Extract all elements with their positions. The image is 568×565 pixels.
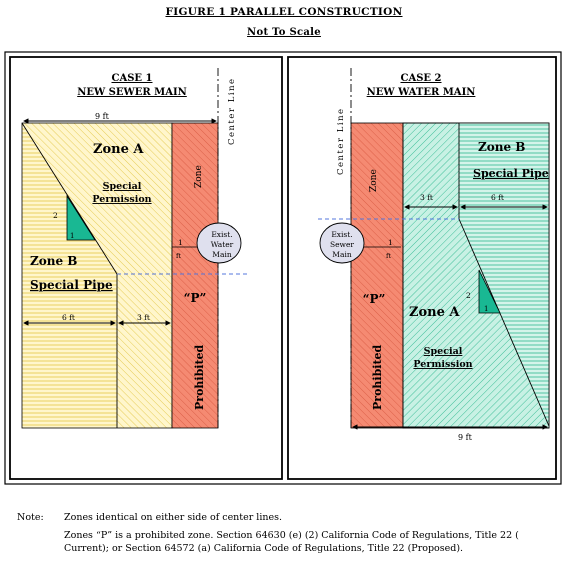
case2-zone-b-area (459, 123, 549, 428)
case2-zone-vertical: Zone (369, 169, 379, 192)
case2-gap-ft: ft (386, 252, 391, 260)
case1-existing-line2: Water (211, 240, 234, 249)
case1-slope-triangle (66, 194, 96, 241)
case2-centerline-label: Center Line (336, 107, 346, 175)
case2-existing-line1: Exist. (331, 230, 352, 239)
case1-existing-line3: Main (212, 250, 232, 259)
case2-zone-a-label: Zone A (409, 305, 460, 320)
case2-frame (287, 56, 557, 480)
case2-slope-1: 1 (484, 305, 488, 313)
case2-slope-2: 2 (466, 291, 471, 300)
case1-dim-3ft: 3 ft (137, 313, 150, 322)
case1-slope-1: 1 (70, 232, 74, 240)
case2-dim-3ft: 3 ft (420, 193, 433, 202)
case2-dim-6ft: 6 ft (491, 193, 504, 202)
outer-frame (4, 51, 562, 485)
case1-zone-p-area (171, 122, 219, 429)
case1-slope-2: 2 (53, 211, 58, 220)
case1-zone-a-label: Zone A (93, 142, 144, 157)
figure-title: FIGURE 1 PARALLEL CONSTRUCTION (165, 6, 403, 18)
case2-special-label: Special (424, 346, 463, 357)
case2-zone-p-area (350, 122, 404, 429)
case1-gap-1: 1 (178, 238, 183, 247)
case1-subheading: NEW SEWER MAIN (77, 87, 187, 98)
case2-panel: CASE 2 NEW WATER MAIN Center Line Zone B… (318, 68, 550, 442)
case1-gap-ft: ft (176, 252, 181, 260)
case1-special-pipe-label: Special Pipe (30, 278, 113, 292)
case1-heading: CASE 1 (111, 73, 152, 84)
case1-panel: CASE 1 NEW SEWER MAIN Center Line 9 ft Z… (21, 68, 250, 430)
case1-existing-water-main (196, 222, 242, 264)
case2-slope-triangle (478, 269, 501, 314)
case1-dim-6ft: 6 ft (62, 313, 75, 322)
note-line-2: Zones “P” is a prohibited zone. Section … (64, 530, 519, 554)
case2-zone-b-label: Zone B (478, 140, 525, 154)
figure-subtitle: Not To Scale (247, 27, 321, 38)
case1-frame (9, 56, 283, 480)
case1-existing-line1: Exist. (211, 230, 232, 239)
case2-prohibited: Prohibited (371, 344, 384, 410)
case2-heading: CASE 2 (400, 73, 441, 84)
case1-permission-label: Permission (92, 194, 151, 205)
parallel-construction-diagram: CASE 1 NEW SEWER MAIN Center Line 9 ft Z… (4, 51, 562, 485)
case2-existing-sewer-main (319, 222, 365, 264)
case2-gap-1: 1 (388, 238, 393, 247)
case2-permission-label: Permission (413, 359, 472, 370)
case2-existing-line2: Sewer (330, 240, 354, 249)
case1-zone-a-area (22, 123, 172, 428)
case1-p-label: “P” (184, 291, 207, 305)
case2-width-label: 9 ft (458, 433, 473, 442)
case2-special-pipe-label: Special Pipe (473, 167, 549, 180)
case1-prohibited: Prohibited (193, 344, 206, 410)
case2-p-label: “P” (363, 292, 386, 306)
case1-width-label: 9 ft (95, 112, 110, 121)
note-label: Note: (17, 512, 44, 523)
case1-centerline-label: Center Line (227, 77, 237, 145)
case1-special-label: Special (103, 181, 142, 192)
case2-subheading: NEW WATER MAIN (367, 87, 476, 98)
note-line-1: Zones identical on either side of center… (64, 512, 283, 523)
case1-zone-b-label: Zone B (30, 254, 77, 268)
case1-zone-vertical: Zone (194, 165, 204, 188)
case2-existing-line3: Main (332, 250, 352, 259)
